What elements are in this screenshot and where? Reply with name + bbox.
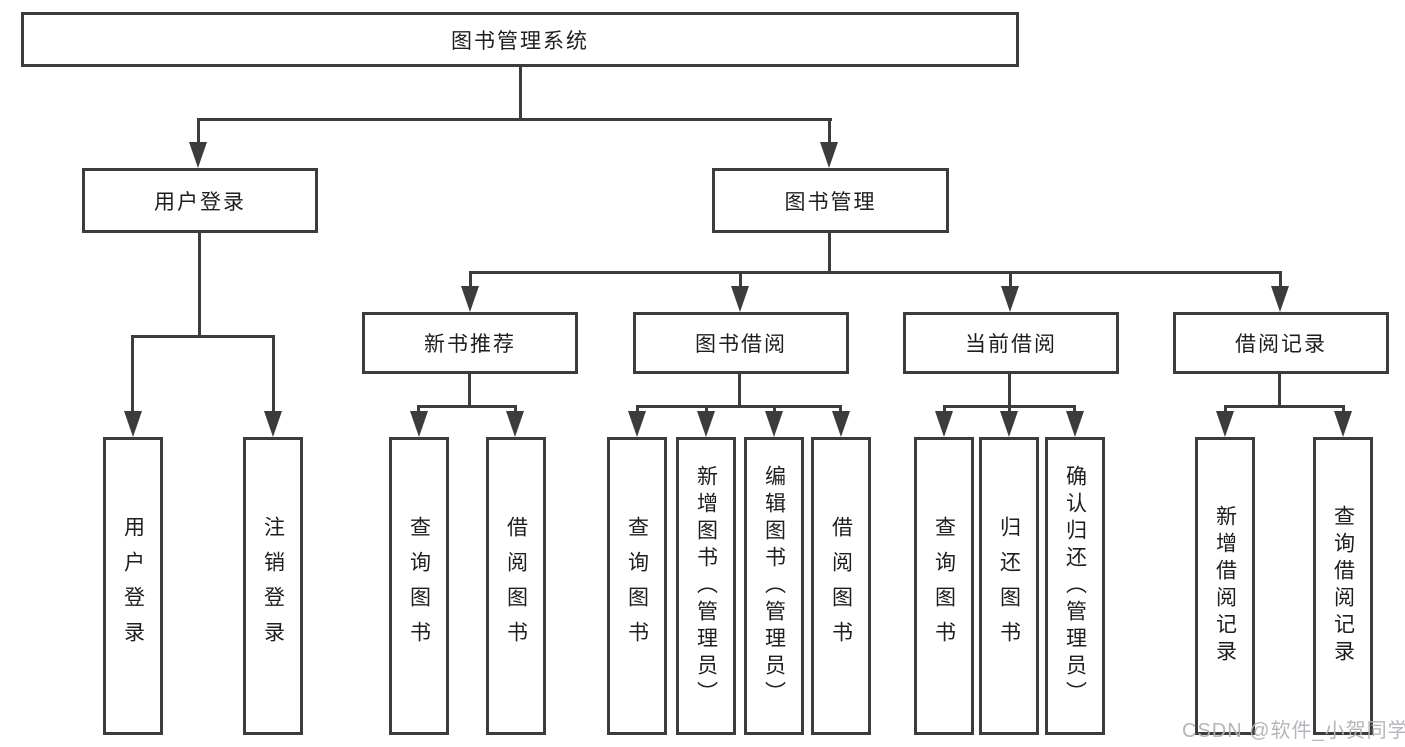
arrowhead-c3-icon (765, 411, 783, 437)
connector-current-stem (1008, 371, 1011, 408)
arrowhead-e2-icon (1334, 411, 1352, 437)
connector-drop-b1 (417, 405, 420, 414)
node-new-book-recommend: 新书推荐 (362, 312, 578, 374)
connector-drop-records (1279, 271, 1282, 289)
connector-drop-login-leaf (131, 335, 134, 413)
arrowhead-login-leaf-icon (124, 411, 142, 437)
connector-drop-borrowing (739, 271, 742, 289)
node-new-book-recommend-label: 新书推荐 (424, 333, 516, 356)
leaf-query-books-3: 查询图书 (914, 437, 974, 735)
node-library-system: 图书管理系统 (21, 12, 1019, 67)
connector-drop-d3 (1073, 405, 1076, 414)
connector-newbooks-bar (417, 405, 517, 408)
leaf-query-books-2: 查询图书 (607, 437, 667, 735)
leaf-user-login-label: 用户登录 (121, 516, 145, 656)
connector-drop-c3 (773, 405, 776, 414)
arrowhead-e1-icon (1216, 411, 1234, 437)
node-borrow-records-label: 借阅记录 (1235, 333, 1327, 356)
arrowhead-d2-icon (1000, 411, 1018, 437)
leaf-query-books-1: 查询图书 (389, 437, 449, 735)
connector-drop-current (1009, 271, 1012, 289)
leaf-confirm-return-admin-label: 确认归还（管理员） (1063, 464, 1087, 708)
node-borrow-records: 借阅记录 (1173, 312, 1389, 374)
connector-drop-new-books (469, 271, 472, 289)
arrowhead-b1-icon (410, 411, 428, 437)
arrowhead-c2-icon (697, 411, 715, 437)
leaf-query-books-1-label: 查询图书 (407, 516, 431, 656)
connector-drop-book-mgmt (828, 118, 831, 146)
leaf-edit-books-admin: 编辑图书（管理员） (744, 437, 804, 735)
node-book-borrowing: 图书借阅 (633, 312, 849, 374)
connector-drop-d2 (1008, 405, 1011, 414)
leaf-edit-books-admin-label: 编辑图书（管理员） (762, 464, 786, 708)
leaf-borrow-books-1-label: 借阅图书 (504, 516, 528, 656)
arrowhead-c1-icon (628, 411, 646, 437)
leaf-confirm-return-admin: 确认归还（管理员） (1045, 437, 1105, 735)
node-book-mgmt-label: 图书管理 (784, 190, 877, 214)
arrowhead-user-login-icon (189, 142, 207, 168)
connector-userlogin-stem (198, 231, 201, 338)
connector-borrowing-bar (636, 405, 842, 408)
arrowhead-records-icon (1271, 286, 1289, 312)
connector-records-stem (1278, 371, 1281, 408)
leaf-borrow-books-2-label: 借阅图书 (829, 516, 853, 656)
leaf-query-borrow-record-label: 查询借阅记录 (1331, 505, 1355, 667)
leaf-add-borrow-record-label: 新增借阅记录 (1213, 505, 1237, 667)
csdn-watermark: CSDN @软件_小贺同学 (1182, 720, 1405, 742)
node-user-login-label: 用户登录 (154, 190, 246, 214)
node-current-borrowing-label: 当前借阅 (965, 333, 1057, 356)
connector-bookmgmt-bar (469, 271, 1281, 274)
connector-root-stem (519, 65, 522, 121)
connector-drop-d1 (943, 405, 946, 414)
leaf-query-books-3-label: 查询图书 (932, 516, 956, 656)
connector-drop-logout-leaf (272, 335, 275, 413)
node-user-login: 用户登录 (82, 168, 318, 233)
leaf-borrow-books-1: 借阅图书 (486, 437, 546, 735)
connector-drop-c2 (705, 405, 708, 414)
connector-drop-e2 (1342, 405, 1345, 414)
connector-records-bar (1224, 405, 1344, 408)
node-current-borrowing: 当前借阅 (903, 312, 1119, 374)
connector-userlogin-bar (131, 335, 275, 338)
arrowhead-current-icon (1001, 286, 1019, 312)
arrowhead-book-mgmt-icon (820, 142, 838, 168)
leaf-borrow-books-2: 借阅图书 (811, 437, 871, 735)
leaf-add-books-admin-label: 新增图书（管理员） (694, 464, 718, 708)
leaf-return-books: 归还图书 (979, 437, 1039, 735)
connector-drop-b2 (514, 405, 517, 414)
connector-borrowing-stem (738, 371, 741, 408)
node-library-system-label: 图书管理系统 (451, 29, 589, 53)
arrowhead-b2-icon (506, 411, 524, 437)
node-book-mgmt: 图书管理 (712, 168, 949, 233)
leaf-logout-label: 注销登录 (261, 516, 285, 656)
leaf-add-books-admin: 新增图书（管理员） (676, 437, 736, 735)
leaf-user-login: 用户登录 (103, 437, 163, 735)
arrowhead-logout-leaf-icon (264, 411, 282, 437)
leaf-query-borrow-record: 查询借阅记录 (1313, 437, 1373, 735)
arrowhead-d3-icon (1066, 411, 1084, 437)
connector-drop-e1 (1224, 405, 1227, 414)
arrowhead-c4-icon (832, 411, 850, 437)
connector-drop-user-login (197, 118, 200, 146)
arrowhead-borrowing-icon (731, 286, 749, 312)
connector-newbooks-stem (468, 371, 471, 408)
leaf-return-books-label: 归还图书 (997, 516, 1021, 656)
leaf-add-borrow-record: 新增借阅记录 (1195, 437, 1255, 735)
leaf-query-books-2-label: 查询图书 (625, 516, 649, 656)
leaf-logout: 注销登录 (243, 437, 303, 735)
connector-drop-c4 (839, 405, 842, 414)
arrowhead-new-books-icon (461, 286, 479, 312)
arrowhead-d1-icon (935, 411, 953, 437)
connector-bookmgmt-stem (828, 230, 831, 274)
connector-drop-c1 (636, 405, 639, 414)
node-book-borrowing-label: 图书借阅 (695, 333, 787, 356)
connector-root-bar (198, 118, 832, 121)
